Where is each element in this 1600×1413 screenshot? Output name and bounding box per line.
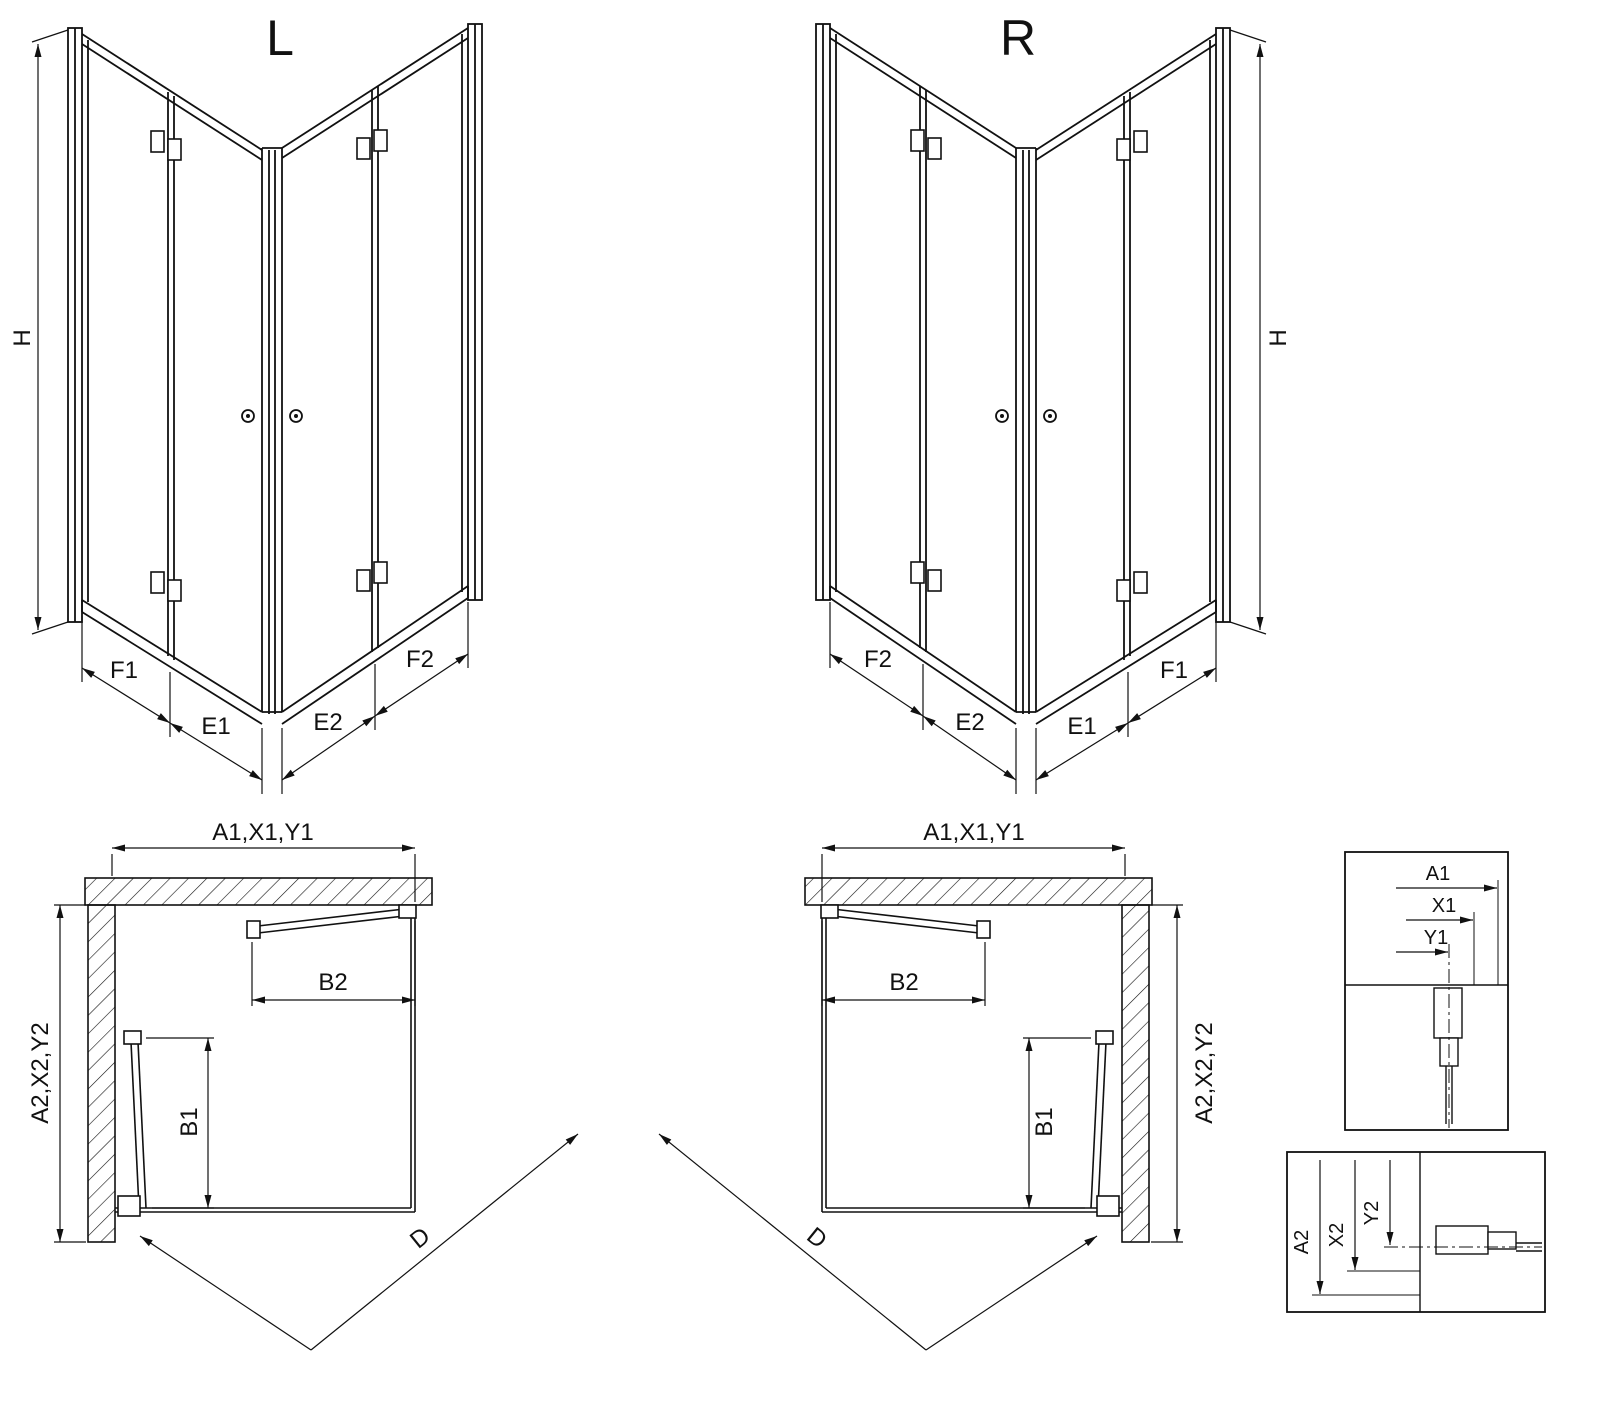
detail-width-frame [1344,851,1509,1131]
dim-label-width-plan-r: A1,X1,Y1 [923,819,1024,846]
dim-label-e2-l: E2 [313,709,342,736]
dim-label-a2-detail: A2 [1291,1230,1313,1254]
plan-r-wall-side [1121,904,1150,1243]
view-title-r: R [1000,10,1036,66]
dim-label-b2-plan-r: B2 [889,969,918,996]
plan-l-wall-top [84,877,433,906]
dim-label-a1-detail: A1 [1426,863,1450,885]
plan-l-wall-side [87,904,116,1243]
dim-label-x1-detail: X1 [1432,895,1456,917]
perspective-view-r [816,24,1266,794]
dim-label-e1-l: E1 [201,713,230,740]
plan-view-l [54,848,578,1350]
dim-label-width-plan-l: A1,X1,Y1 [212,819,313,846]
view-title-l: L [266,10,294,66]
dim-label-depth-plan-r: A2,X2,Y2 [1191,1022,1218,1123]
dim-label-b1-plan-l: B1 [176,1107,203,1136]
dim-label-b1-plan-r: B1 [1031,1107,1058,1136]
detail-view-depth-profile [1286,1151,1546,1313]
dim-label-d-plan-l: D [405,1222,435,1254]
dim-label-y1-detail: Y1 [1424,927,1448,949]
dim-label-b2-plan-l: B2 [318,969,347,996]
dim-label-h-r: H [1265,329,1292,346]
plan-view-r [659,848,1183,1350]
dim-label-e2-r: E2 [955,709,984,736]
dim-label-f2-r: F2 [864,646,892,673]
dim-label-f2-l: F2 [406,646,434,673]
plan-r-walls [804,877,1153,1243]
detail-view-width-profile [1344,851,1509,1131]
dim-label-y2-detail: Y2 [1361,1201,1383,1225]
plan-r-wall-top [804,877,1153,906]
dim-label-depth-plan-l: A2,X2,Y2 [27,1022,54,1123]
plan-l-walls [84,877,433,1243]
dim-label-f1-l: F1 [110,657,138,684]
dim-label-e1-r: E1 [1067,713,1096,740]
detail-depth-frame [1286,1151,1546,1313]
dim-label-x2-detail: X2 [1326,1223,1348,1247]
dim-label-f1-r: F1 [1160,657,1188,684]
dim-label-h-l: H [9,329,36,346]
dim-label-d-plan-r: D [801,1222,831,1254]
perspective-view-l [32,24,482,794]
